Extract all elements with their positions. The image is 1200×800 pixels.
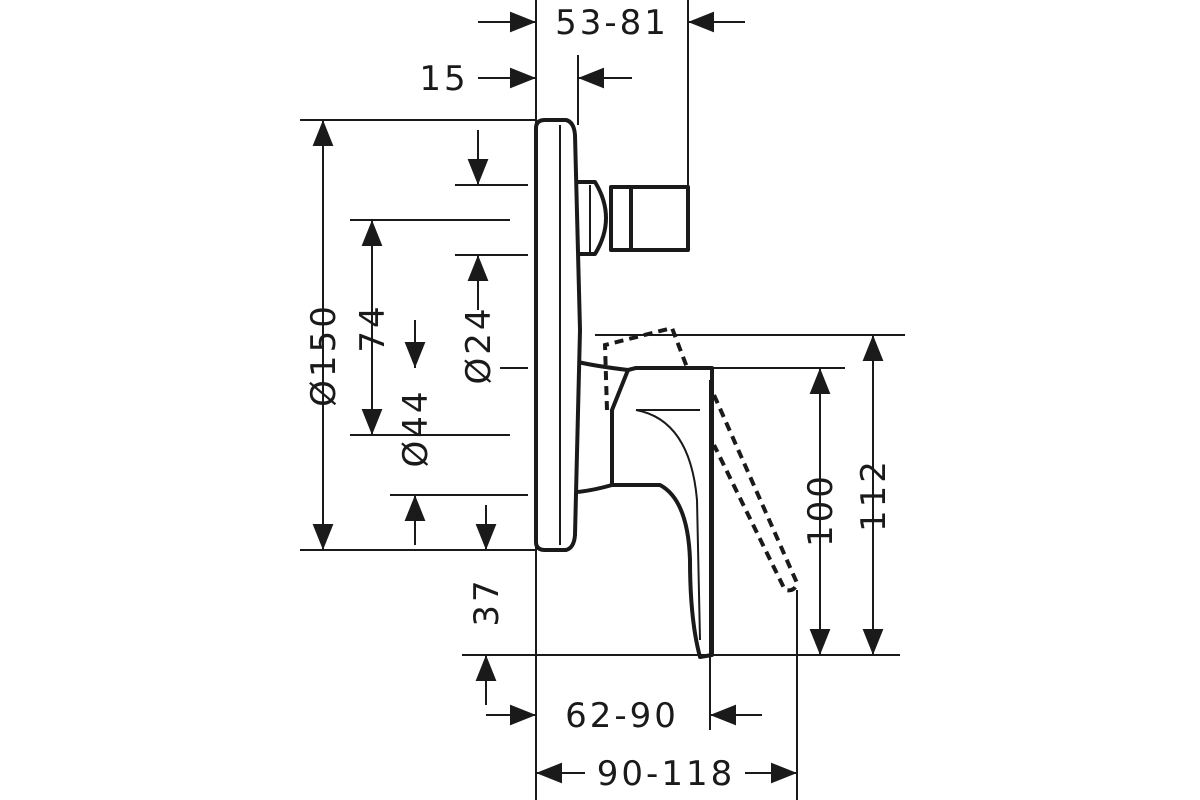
extension-lines [300, 0, 905, 800]
dim-100: 100 [801, 473, 841, 547]
dim-lever-diameter: Ø44 [396, 388, 436, 467]
dim-15: 15 [419, 59, 468, 99]
dim-outlet-diameter: Ø24 [459, 305, 499, 384]
dim-53-81: 53-81 [555, 3, 669, 43]
dim-90-118: 90-118 [597, 754, 735, 794]
dim-74: 74 [353, 303, 393, 352]
dim-62-90: 62-90 [565, 696, 679, 736]
dim-plate-diameter: Ø150 [304, 303, 344, 407]
dim-112: 112 [854, 458, 894, 532]
dim-37: 37 [467, 577, 507, 626]
wall-plate [534, 118, 582, 552]
mixer-drawing [534, 118, 800, 659]
lever-body [577, 360, 714, 659]
diverter-knob [578, 180, 608, 256]
lever-alt-position [602, 325, 800, 593]
